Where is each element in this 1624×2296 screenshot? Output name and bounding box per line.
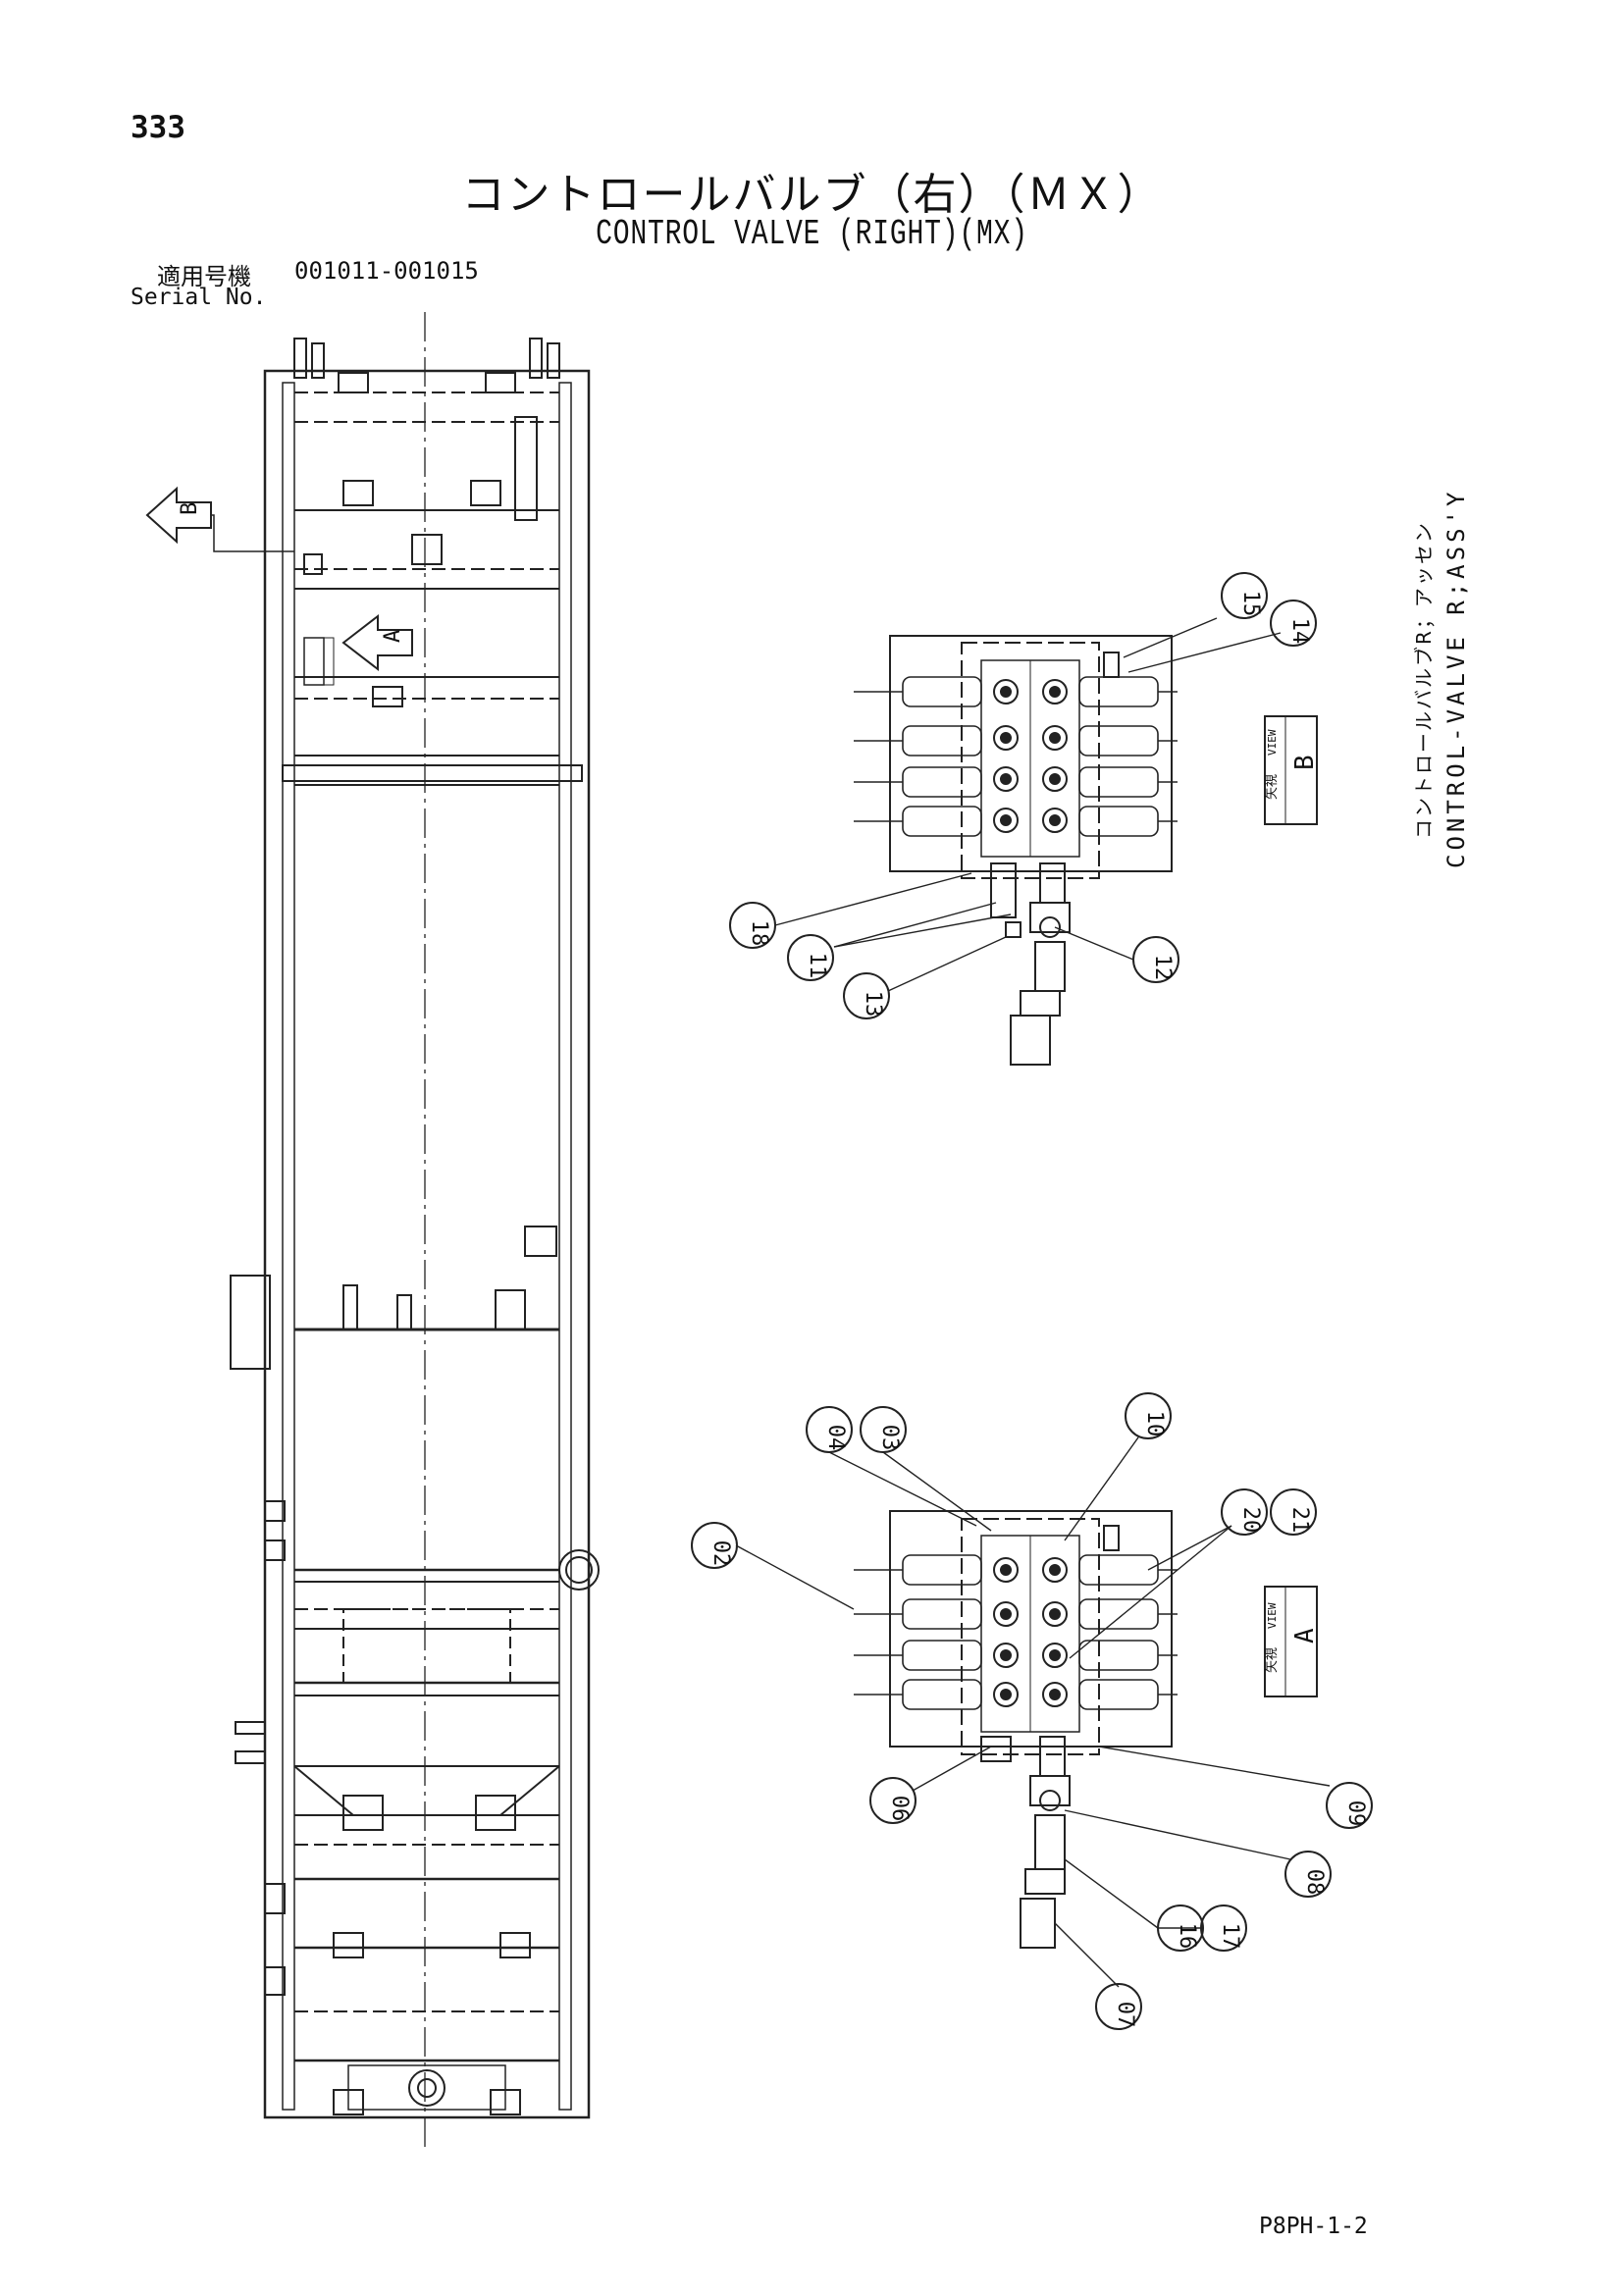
callout-08-circle [1284, 1851, 1332, 1898]
title-english: CONTROL VALVE (RIGHT)(MX) [596, 214, 1028, 254]
callout-17-circle [1200, 1905, 1247, 1952]
arrow-a-label: A [381, 630, 405, 643]
arrow-b-label: B [178, 502, 202, 515]
control-valve-view-b [854, 635, 1178, 1066]
callout-21-number: 21 [1287, 1507, 1312, 1534]
side-caption-en: CONTROL-VALVE R;ASS'Y [1442, 489, 1470, 868]
page-number: 333 [131, 110, 185, 145]
callout-12-circle [1132, 936, 1179, 983]
view-b-box: 矢視 VIEW B [1264, 715, 1320, 825]
view-b-ja: 矢視 [1265, 774, 1280, 800]
view-b-arrow: B [145, 486, 294, 552]
callout-balloons [691, 572, 1373, 2030]
control-valve-view-a [854, 1510, 1178, 1949]
callout-15-number: 15 [1238, 591, 1263, 617]
callout-16-circle [1157, 1905, 1204, 1952]
callout-07-number: 07 [1113, 2002, 1137, 2028]
callout-13-number: 13 [861, 991, 885, 1018]
serial-label-japanese: 適用号機 [157, 263, 251, 290]
callout-10-circle [1125, 1392, 1172, 1439]
view-b-letter: B [1290, 755, 1320, 770]
callout-15-circle [1221, 572, 1268, 619]
view-a-box: 矢視 VIEW A [1264, 1586, 1320, 1697]
callout-13-circle [843, 972, 890, 1019]
callout-11-circle [787, 934, 834, 981]
callout-03-number: 03 [877, 1425, 902, 1451]
serial-range: 001011-001015 [294, 257, 479, 285]
callout-06-number: 06 [887, 1796, 912, 1822]
callout-18-circle [729, 902, 776, 949]
callout-12-number: 12 [1150, 955, 1175, 981]
callout-04-circle [806, 1406, 853, 1453]
view-a-arrow: A [341, 613, 413, 672]
callout-07-circle [1095, 1983, 1142, 2030]
side-caption: コントロールバルブR；アッセン CONTROL-VALVE R;ASS'Y [1412, 489, 1470, 868]
chassis-frame [230, 312, 600, 2149]
callout-09-number: 09 [1343, 1800, 1368, 1827]
callout-17-number: 17 [1218, 1923, 1242, 1950]
callout-14-circle [1270, 600, 1317, 647]
view-a-en: VIEW [1266, 1602, 1279, 1629]
callout-14-number: 14 [1287, 618, 1312, 645]
view-a-ja: 矢視 [1265, 1647, 1280, 1673]
drawing-code: P8PH-1-2 [1259, 2214, 1368, 2239]
callout-10-number: 10 [1142, 1411, 1167, 1437]
callout-09-circle [1326, 1782, 1373, 1829]
side-caption-ja: コントロールバルブR；アッセン [1412, 521, 1436, 839]
callout-20-circle [1221, 1488, 1268, 1536]
title-japanese: コントロールバルブ（右）（ＭＸ） [461, 170, 1163, 220]
view-a-letter: A [1290, 1628, 1320, 1644]
callout-11-number: 11 [805, 953, 829, 979]
callout-04-number: 04 [823, 1425, 848, 1451]
view-b-en: VIEW [1266, 729, 1279, 756]
callout-03-circle [860, 1406, 907, 1453]
serial-label-english: Serial No. [131, 285, 267, 310]
callout-02-number: 02 [708, 1540, 733, 1567]
callout-21-circle [1270, 1488, 1317, 1536]
callout-06-circle [869, 1777, 917, 1824]
callout-18-number: 18 [747, 920, 771, 947]
callout-20-number: 20 [1238, 1507, 1263, 1534]
callout-08-number: 08 [1302, 1869, 1327, 1896]
callout-16-number: 16 [1175, 1923, 1199, 1950]
callout-02-circle [691, 1522, 738, 1569]
